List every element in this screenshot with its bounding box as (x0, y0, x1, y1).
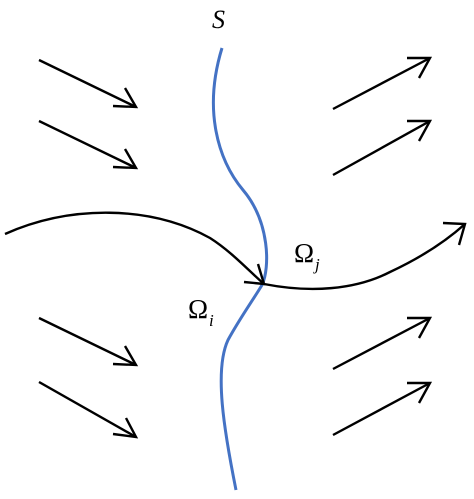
right-arrow-4 (332, 381, 433, 437)
svg-text:Ω: Ω (188, 294, 208, 324)
left-arrow-2 (38, 119, 139, 170)
trajectory-outgoing (263, 223, 466, 291)
left-arrows (38, 58, 139, 439)
trajectory-incoming (4, 211, 265, 285)
right-arrow-1 (332, 56, 433, 111)
trajectory (4, 211, 467, 291)
right-arrows (332, 56, 433, 437)
svg-text:Ω: Ω (294, 238, 314, 268)
svg-text:i: i (209, 311, 214, 330)
omega-j-label: Ω j (294, 238, 320, 274)
right-arrow-2 (332, 119, 433, 177)
left-arrow-4 (38, 380, 139, 439)
omega-i-label: Ω i (188, 294, 214, 330)
right-arrow-3 (332, 316, 433, 371)
left-arrow-1 (38, 58, 139, 109)
left-arrow-3 (38, 316, 139, 367)
trajectory-end-arrowhead (442, 221, 467, 246)
surface-label: S (212, 5, 225, 34)
svg-text:j: j (313, 255, 320, 274)
